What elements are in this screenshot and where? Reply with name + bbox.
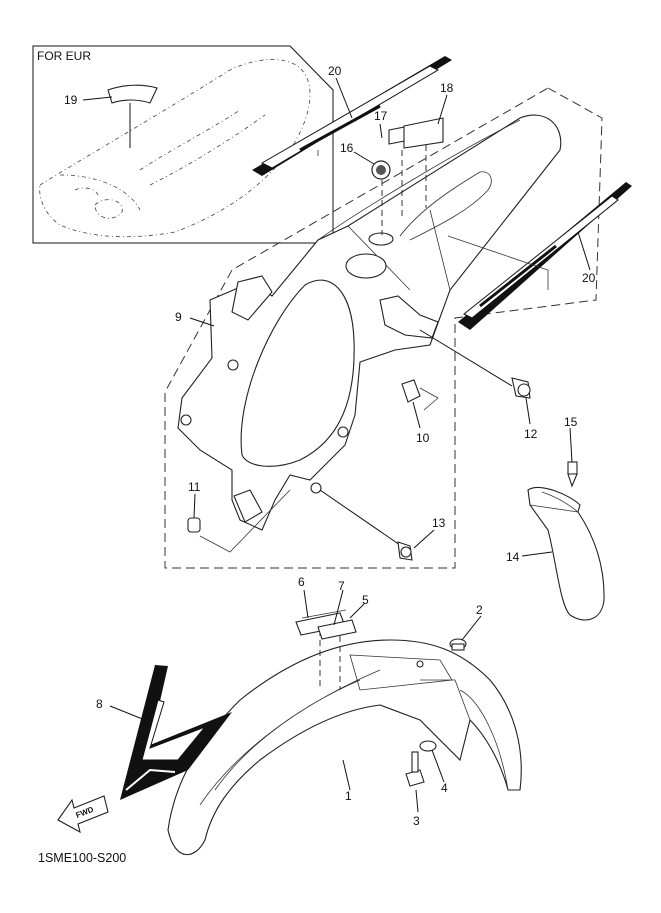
sticker-7: [317, 619, 357, 640]
number-plate-group-outline: [164, 87, 603, 569]
diagram-code: 1SME100-S200: [38, 851, 126, 865]
callout-2: 2: [476, 603, 483, 617]
graphic-20-right: [447, 182, 632, 330]
leader-lines: [82, 77, 591, 813]
washer-4: [419, 740, 437, 752]
callout-8: 8: [96, 697, 103, 711]
callout-10: 10: [416, 431, 430, 445]
mud-flap-14: [527, 461, 605, 621]
callout-15: 15: [564, 415, 578, 429]
sticker-5: [301, 609, 347, 619]
callout-18: 18: [440, 81, 454, 95]
callout-12: 12: [524, 427, 538, 441]
front-fender: [167, 630, 522, 856]
nut-10: [401, 379, 439, 411]
inset-title: FOR EUR: [37, 49, 91, 63]
bolt-12: [419, 329, 531, 399]
sticker-18: [403, 117, 444, 149]
number-plate: [177, 114, 562, 531]
collar-11: [187, 489, 291, 553]
callout-4: 4: [441, 781, 448, 795]
bolt-13: [319, 489, 413, 561]
callout-19: 19: [64, 93, 78, 107]
callout-17: 17: [374, 109, 388, 123]
bolt-3: [405, 751, 425, 787]
nut-2: [449, 638, 467, 651]
callout-5: 5: [362, 593, 369, 607]
inset-box: FOR EUR: [32, 45, 334, 244]
callout-1: 1: [345, 789, 352, 803]
callout-20-right: 20: [582, 271, 596, 285]
callout-7: 7: [338, 579, 345, 593]
callout-14: 14: [506, 550, 520, 564]
callout-3: 3: [413, 814, 420, 828]
callout-16: 16: [340, 141, 354, 155]
callout-20-upper: 20: [328, 64, 342, 78]
graphic-20-upper: [252, 56, 452, 176]
callout-9: 9: [175, 310, 182, 324]
callout-13: 13: [432, 516, 446, 530]
callout-11: 11: [188, 480, 201, 494]
fwd-arrow-icon: FWD: [57, 795, 109, 834]
callouts: 19 20 18 17 16 9 20 10 12 15 11 13 14 6 …: [64, 64, 596, 828]
emblem-16: [371, 160, 391, 180]
callout-6: 6: [298, 575, 305, 589]
graphic-8: [120, 665, 232, 800]
